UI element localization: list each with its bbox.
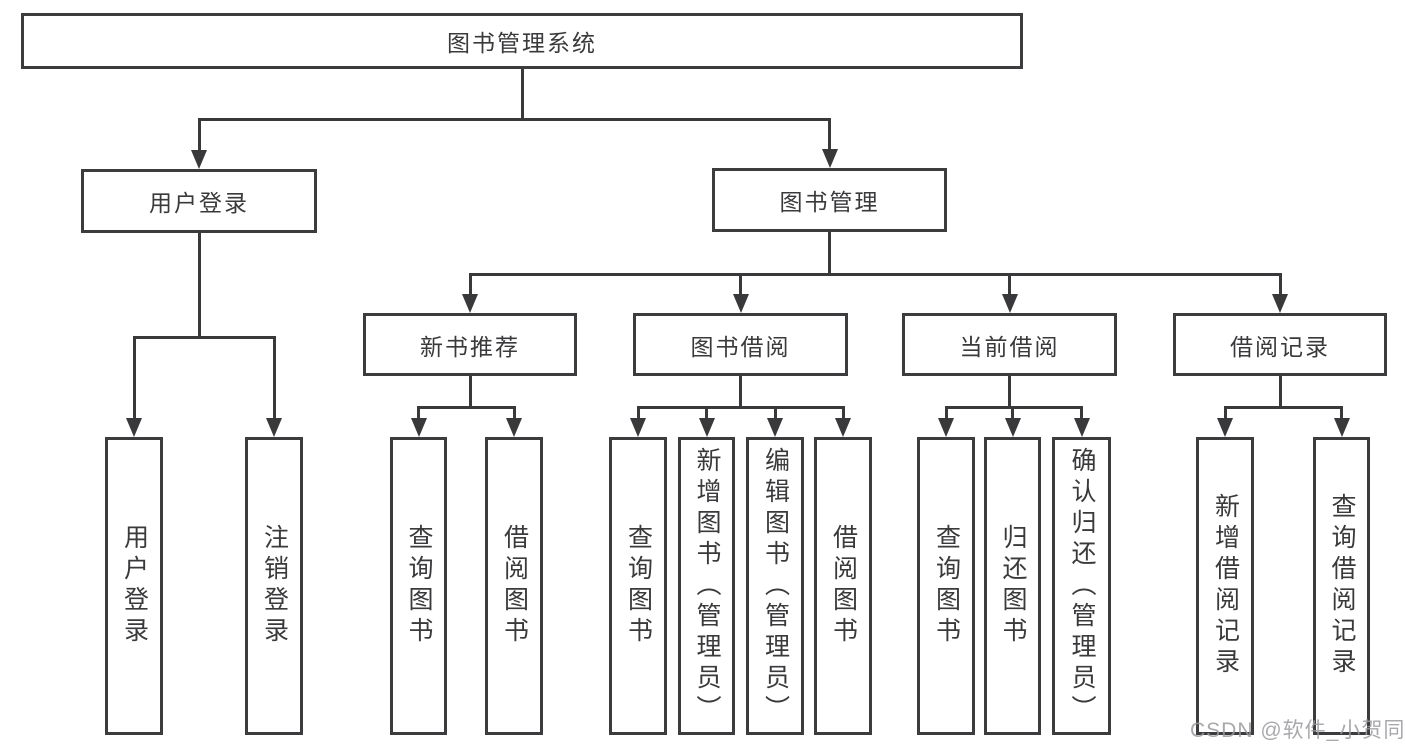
node-label: 查询图书: [405, 524, 433, 648]
arrowhead-down-icon: [1272, 294, 1288, 313]
connector-drop: [417, 406, 420, 422]
node-cb-confirm: 确认归还（管理员）: [1052, 437, 1111, 735]
arrowhead-down-icon: [1217, 418, 1233, 437]
arrowhead-down-icon: [266, 418, 282, 437]
node-bb-borrow: 借阅图书: [814, 437, 872, 735]
connector-drop: [1011, 406, 1014, 422]
node-label: 借阅图书: [500, 524, 529, 648]
node-bb-query: 查询图书: [609, 437, 667, 735]
arrowhead-down-icon: [410, 418, 427, 437]
node-book-borrow: 图书借阅: [633, 313, 848, 376]
node-nbr-borrow: 借阅图书: [485, 437, 543, 735]
node-label: 图书管理系统: [447, 30, 597, 56]
node-user-login: 用户登录: [81, 169, 317, 233]
connector-stem: [1008, 375, 1011, 409]
node-label: 新增图书（管理员）: [693, 446, 721, 726]
arrowhead-down-icon: [732, 294, 749, 313]
connector-stem: [1278, 375, 1282, 409]
connector-rail: [468, 273, 1282, 276]
node-label: 查询图书: [624, 524, 653, 648]
arrowhead-down-icon: [698, 418, 715, 437]
node-label: 用户登录: [120, 524, 149, 648]
node-label: 查询图书: [932, 524, 961, 648]
connector-drop: [773, 406, 777, 422]
arrowhead-down-icon: [462, 294, 478, 313]
arrowhead-down-icon: [506, 418, 522, 437]
connector-rail: [132, 336, 276, 339]
connector-drop: [132, 336, 136, 422]
arrowhead-down-icon: [630, 418, 646, 437]
node-label: 归还图书: [999, 524, 1027, 648]
connector-drop: [739, 273, 742, 298]
node-label: 编辑图书（管理员）: [761, 446, 790, 726]
arrowhead-down-icon: [1004, 418, 1021, 437]
node-label: 图书管理: [779, 189, 880, 215]
node-bb-add: 新增图书（管理员）: [678, 437, 735, 735]
arrowhead-down-icon: [1073, 418, 1090, 437]
node-ul-login: 用户登录: [105, 437, 163, 735]
node-label: 注销登录: [260, 524, 289, 648]
connector-drop: [1008, 273, 1011, 298]
node-cb-query: 查询图书: [917, 437, 975, 735]
connector-drop: [636, 406, 640, 422]
arrowhead-down-icon: [835, 418, 851, 437]
connector-drop: [828, 118, 831, 153]
connector-drop: [705, 406, 708, 422]
connector-drop: [1080, 406, 1083, 422]
arrowhead-down-icon: [1001, 294, 1018, 313]
connector-rail: [1223, 406, 1343, 409]
node-br-add: 新增借阅记录: [1196, 437, 1254, 735]
arrowhead-down-icon: [767, 418, 783, 437]
connector-drop: [1340, 406, 1343, 422]
connector-stem: [468, 375, 472, 409]
connector-stem: [520, 68, 524, 121]
node-ul-logout: 注销登录: [245, 437, 303, 735]
connector-drop: [944, 406, 948, 422]
node-br-query: 查询借阅记录: [1313, 437, 1370, 735]
connector-drop: [468, 273, 472, 298]
arrowhead-down-icon: [938, 418, 954, 437]
connector-rail: [197, 118, 831, 121]
connector-drop: [1223, 406, 1227, 422]
connector-rail: [636, 406, 845, 409]
arrowhead-down-icon: [126, 418, 142, 437]
connector-stem: [828, 231, 831, 276]
node-label: 借阅记录: [1230, 333, 1330, 360]
node-root: 图书管理系统: [21, 13, 1023, 69]
node-new-book-rec: 新书推荐: [363, 313, 577, 376]
node-borrow-records: 借阅记录: [1173, 313, 1387, 376]
watermark: CSDN @软件_小贺同学: [1190, 719, 1405, 742]
node-label: 确认归还（管理员）: [1068, 446, 1096, 726]
node-current-borrow: 当前借阅: [902, 313, 1117, 376]
connector-drop: [272, 336, 276, 422]
node-label: 图书借阅: [690, 333, 791, 360]
node-label: 用户登录: [149, 190, 249, 216]
arrowhead-down-icon: [821, 149, 838, 168]
node-book-mgmt: 图书管理: [712, 168, 947, 232]
node-nbr-query: 查询图书: [390, 437, 447, 735]
connector-drop: [512, 406, 516, 422]
node-label: 新增借阅记录: [1211, 493, 1240, 679]
connector-rail: [417, 406, 516, 409]
connector-drop: [1278, 273, 1282, 298]
node-label: 当前借阅: [959, 333, 1060, 360]
node-bb-edit: 编辑图书（管理员）: [746, 437, 804, 735]
arrowhead-down-icon: [1333, 418, 1350, 437]
node-cb-return: 归还图书: [984, 437, 1041, 735]
arrowhead-down-icon: [191, 150, 207, 169]
node-label: 查询借阅记录: [1328, 493, 1356, 679]
connector-stem: [739, 375, 742, 409]
node-label: 借阅图书: [829, 524, 858, 648]
node-label: 新书推荐: [420, 333, 520, 360]
connector-drop: [841, 406, 845, 422]
connector-stem: [197, 232, 201, 339]
connector-drop: [197, 118, 201, 154]
